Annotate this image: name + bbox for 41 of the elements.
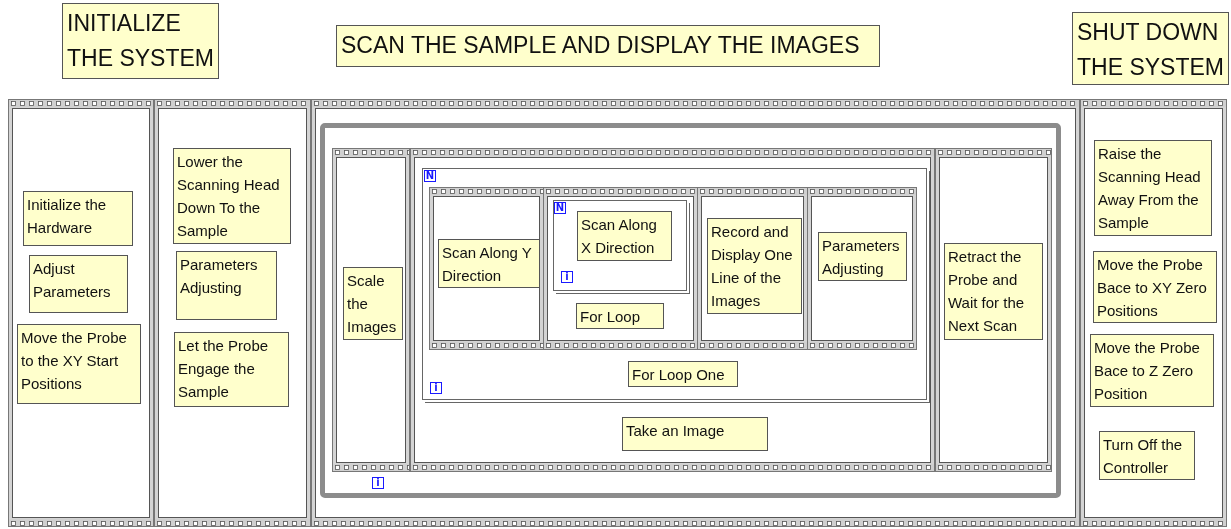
for-loop-frame	[422, 168, 927, 400]
comment-note: Scan Along X Direction	[577, 211, 672, 261]
sequence-frame	[311, 99, 1080, 527]
sequence-frame	[543, 187, 698, 350]
sequence-frame	[332, 148, 410, 472]
comment-note: Move the Probe Bace to XY Zero Positions	[1093, 251, 1217, 323]
comment-note: For Loop One	[628, 361, 738, 387]
comment-note: Parameters Adjusting	[176, 251, 277, 320]
for-loop-frame	[553, 200, 687, 291]
sequence-frame	[8, 99, 154, 527]
comment-note: Scan Along Y Direction	[438, 239, 540, 288]
heading-note: INITIALIZE THE SYSTEM	[62, 3, 219, 79]
sequence-frame	[807, 187, 917, 350]
comment-note: Record and Display One Line of the Images	[707, 218, 802, 314]
comment-note: Move the Probe Bace to Z Zero Position	[1090, 334, 1214, 407]
comment-note: Let the Probe Engage the Sample	[174, 332, 289, 407]
loop-terminal: N	[554, 202, 566, 214]
loop-terminal: i	[430, 382, 442, 394]
sequence-frame	[410, 148, 935, 472]
sequence-frame	[429, 187, 544, 350]
comment-note: For Loop	[576, 303, 664, 329]
comment-note: Scale the Images	[343, 267, 403, 340]
comment-note: Retract the Probe and Wait for the Next Scan	[944, 243, 1043, 340]
comment-note: Raise the Scanning Head Away From the Sample	[1094, 140, 1212, 236]
loop-terminal: i	[372, 477, 384, 489]
heading-note: SHUT DOWN THE SYSTEM	[1072, 12, 1229, 85]
sequence-frame	[697, 187, 808, 350]
comment-note: Initialize the Hardware	[23, 191, 133, 246]
comment-note: Take an Image	[622, 417, 768, 451]
sequence-frame	[154, 99, 311, 527]
heading-note: SCAN THE SAMPLE AND DISPLAY THE IMAGES	[336, 25, 880, 67]
comment-note: Adjust Parameters	[29, 255, 128, 313]
comment-note: Turn Off the Controller	[1099, 431, 1195, 480]
while-loop-frame	[320, 123, 1061, 498]
sequence-frame	[1080, 99, 1227, 527]
comment-note: Parameters Adjusting	[818, 232, 907, 281]
comment-note: Lower the Scanning Head Down To the Sample	[173, 148, 291, 244]
loop-terminal: N	[424, 170, 436, 182]
loop-terminal: i	[561, 271, 573, 283]
sequence-frame	[935, 148, 1052, 472]
comment-note: Move the Probe to the XY Start Positions	[17, 324, 141, 404]
